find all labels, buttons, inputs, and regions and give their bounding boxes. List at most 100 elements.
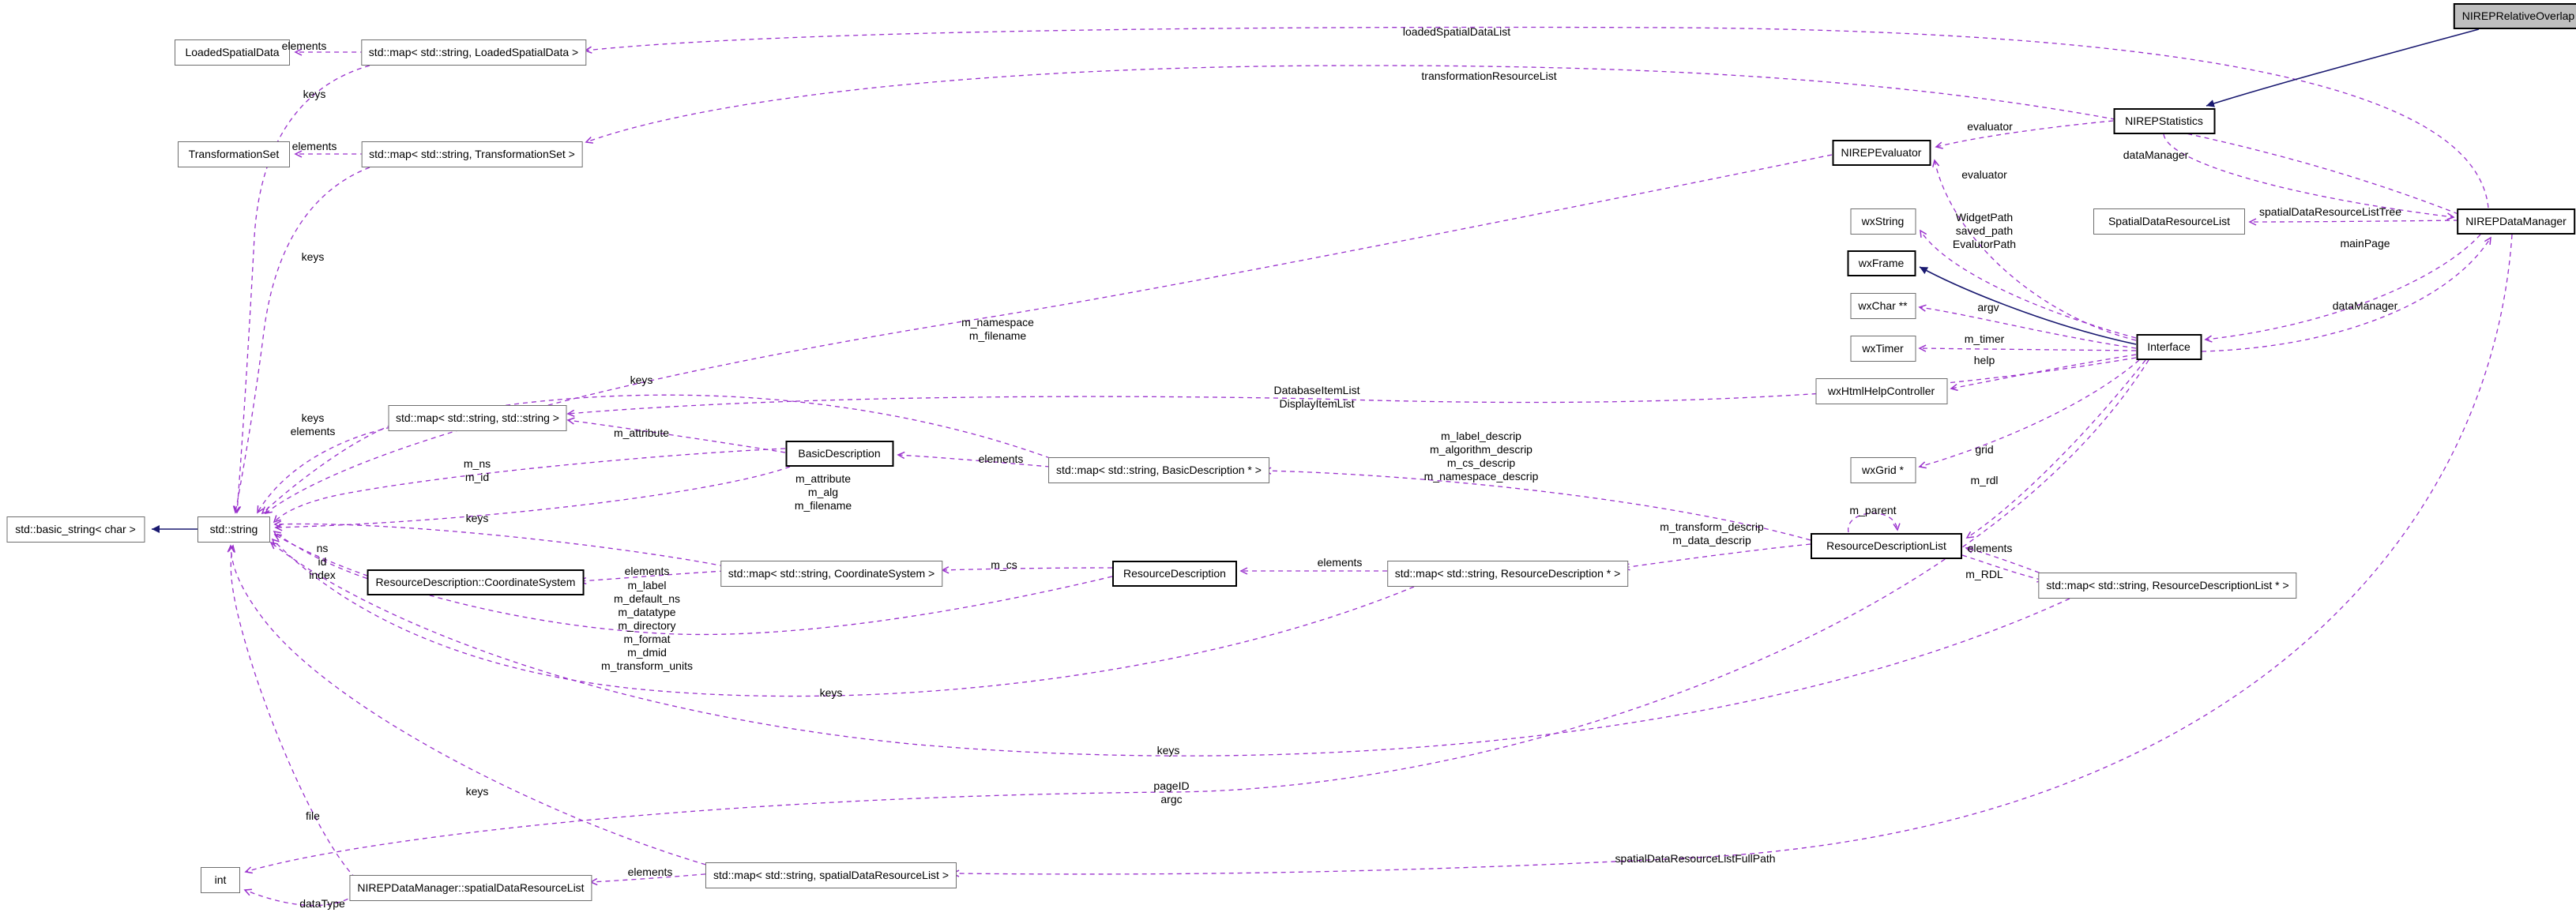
class-node-rd_coordinate_system[interactable]: ResourceDescription::CoordinateSystem (367, 569, 585, 595)
edge-ndm_spatial_data_resource_list-to-int_type (243, 888, 356, 907)
edge-label-m_id: m_id (464, 471, 490, 483)
class-node-map_spatial_data_resource_list[interactable]: std::map< std::string, spatialDataResour… (705, 862, 957, 888)
edge-label-argv: argv (1977, 301, 1999, 314)
edge-label-evaluator: evaluator (1967, 120, 2013, 133)
edge-label-keys: keys (819, 686, 843, 699)
edge-interface-to-wx_html_help_controller (1950, 354, 2137, 392)
class-node-resource_description[interactable]: ResourceDescription (1112, 561, 1237, 587)
edge-label-elements: elements (281, 39, 327, 52)
edge-label-keys: keys (303, 88, 326, 100)
class-node-map_resource_description_list[interactable]: std::map< std::string, ResourceDescripti… (2038, 573, 2297, 599)
class-node-interface[interactable]: Interface (2136, 334, 2202, 360)
class-node-std_string[interactable]: std::string (197, 516, 270, 543)
class-node-nirep_relative_overlap[interactable]: NIREPRelativeOverlap (2453, 3, 2576, 29)
class-node-wx_string[interactable]: wxString (1850, 208, 1916, 235)
class-node-map_transformation_set[interactable]: std::map< std::string, TransformationSet… (361, 141, 583, 167)
edge-interface-to-wx_frame (1919, 266, 2137, 345)
edge-label-m_transform_descrip: m_transform_descrip (1660, 520, 1764, 533)
edge-nirep_data_manager-to-map_transformation_set (585, 65, 2459, 215)
edge-map_coordinate_system-to-rd_coordinate_system (578, 570, 725, 585)
edge-basic_description-to-map_string_string (566, 417, 786, 453)
edge-label-elements: elements (624, 565, 670, 577)
edge-interface-to-nirep_data_manager (2201, 236, 2491, 352)
edge-label-keys: keys (301, 411, 325, 424)
edge-label-dataType: dataType (299, 897, 345, 910)
edge-label-mainPage: mainPage (2340, 237, 2390, 250)
class-node-spatial_data_resource_list[interactable]: SpatialDataResourceList (2093, 208, 2245, 235)
class-node-ndm_spatial_data_resource_list[interactable]: NIREPDataManager::spatialDataResourceLis… (349, 875, 592, 901)
edge-label-m_transform_units: m_transform_units (601, 659, 693, 672)
edge-ndm_spatial_data_resource_list-to-std_string (228, 544, 356, 879)
edge-nirep_data_manager-to-map_spatial_data_resource_list (951, 234, 2513, 877)
edge-resource_description-to-std_string (273, 534, 1113, 636)
class-node-int_type[interactable]: int (201, 867, 240, 893)
edge-label-m_filename: m_filename (794, 499, 852, 512)
edge-map_spatial_data_resource_list-to-std_string (227, 544, 715, 868)
edge-label-WidgetPath: WidgetPath (1955, 211, 2014, 223)
class-node-wx_frame[interactable]: wxFrame (1847, 250, 1916, 276)
edge-label-EvalutorPath: EvalutorPath (1952, 238, 2017, 250)
class-node-wx_timer[interactable]: wxTimer (1850, 336, 1916, 362)
edge-label-elements: elements (291, 140, 337, 152)
edge-label-m_parent: m_parent (1849, 504, 1897, 516)
edge-interface-to-wx_grid (1918, 359, 2140, 469)
edge-resource_description_list-to-map_resource_description_list (1961, 554, 2045, 583)
edge-label-index: index (309, 569, 336, 581)
edge-label-DisplayItemList: DisplayItemList (1279, 397, 1355, 410)
edge-label-loadedSpatialDataList: loadedSpatialDataList (1402, 25, 1511, 38)
edge-basic_description-to-std_string (274, 466, 791, 531)
class-node-loaded_spatial_data[interactable]: LoadedSpatialData (175, 39, 290, 66)
edge-interface-to-wx_char_ptr (1918, 304, 2137, 349)
class-node-map_resource_description[interactable]: std::map< std::string, ResourceDescripti… (1386, 561, 1629, 587)
edge-nirep_statistics-to-nirep_data_manager (2163, 133, 2455, 220)
edge-nirep_data_manager-to-map_loaded_spatial_data (584, 26, 2489, 208)
class-node-nirep_evaluator[interactable]: NIREPEvaluator (1832, 140, 1931, 166)
edge-rd_coordinate_system-to-std_string (273, 530, 376, 582)
edge-label-elements: elements (978, 452, 1024, 465)
edge-label-m_ns: m_ns (463, 457, 491, 470)
edge-label-file: file (306, 809, 320, 822)
edge-label-m_attribute: m_attribute (795, 472, 852, 485)
edge-label-m_format: m_format (623, 633, 671, 645)
edge-label-m_default_ns: m_default_ns (613, 592, 681, 605)
edge-group (152, 26, 2513, 907)
edge-nirep_data_manager-to-interface (2204, 234, 2481, 343)
edge-label-m_cs: m_cs (991, 558, 1017, 571)
edge-label-m_datatype: m_datatype (618, 606, 676, 618)
class-node-map_coordinate_system[interactable]: std::map< std::string, CoordinateSystem … (720, 561, 943, 587)
edge-label-evaluator: evaluator (1961, 168, 2007, 181)
class-node-nirep_statistics[interactable]: NIREPStatistics (2113, 108, 2215, 134)
edge-label-m_rdl: m_rdl (1970, 474, 1999, 486)
edge-map_basic_description-to-basic_description (897, 451, 1059, 468)
edge-label-elements: elements (290, 425, 336, 437)
class-node-map_basic_description[interactable]: std::map< std::string, BasicDescription … (1048, 457, 1269, 483)
class-node-map_loaded_spatial_data[interactable]: std::map< std::string, LoadedSpatialData… (360, 39, 587, 66)
class-node-nirep_data_manager[interactable]: NIREPDataManager (2457, 208, 2575, 235)
class-node-wx_char_ptr[interactable]: wxChar ** (1850, 293, 1916, 319)
edge-nirep_relative_overlap-to-nirep_statistics (2206, 28, 2480, 107)
edge-label-DatabaseItemList: DatabaseItemList (1273, 384, 1360, 396)
edge-label-m_alg: m_alg (807, 486, 839, 498)
class-node-wx_grid[interactable]: wxGrid * (1850, 457, 1916, 483)
edge-resource_description-to-map_coordinate_system (941, 566, 1113, 574)
class-node-map_string_string[interactable]: std::map< std::string, std::string > (388, 405, 567, 431)
class-node-resource_description_list[interactable]: ResourceDescriptionList (1811, 533, 1962, 559)
edge-label-m_timer: m_timer (1964, 332, 2005, 345)
edge-interface-to-nirep_evaluator (1932, 159, 2137, 341)
edge-label-elements: elements (1967, 542, 2013, 554)
edge-label-id: id (318, 555, 327, 568)
edge-label-grid: grid (1975, 443, 1994, 456)
class-node-std_basic_string[interactable]: std::basic_string< char > (6, 516, 145, 543)
edge-label-m_cs_descrip: m_cs_descrip (1446, 456, 1516, 469)
edge-interface-to-map_string_string (566, 357, 2137, 417)
edge-map_coordinate_system-to-std_string (273, 520, 725, 567)
class-node-transformation_set[interactable]: TransformationSet (178, 141, 290, 167)
edge-label-m_RDL: m_RDL (1965, 568, 2003, 580)
class-node-basic_description[interactable]: BasicDescription (785, 441, 893, 467)
edge-label-keys: keys (630, 374, 653, 386)
edge-label-m_algorithm_descrip: m_algorithm_descrip (1430, 443, 1532, 456)
class-node-wx_html_help_controller[interactable]: wxHtmlHelpController (1815, 378, 1947, 404)
edge-label-m_data_descrip: m_data_descrip (1672, 534, 1751, 546)
